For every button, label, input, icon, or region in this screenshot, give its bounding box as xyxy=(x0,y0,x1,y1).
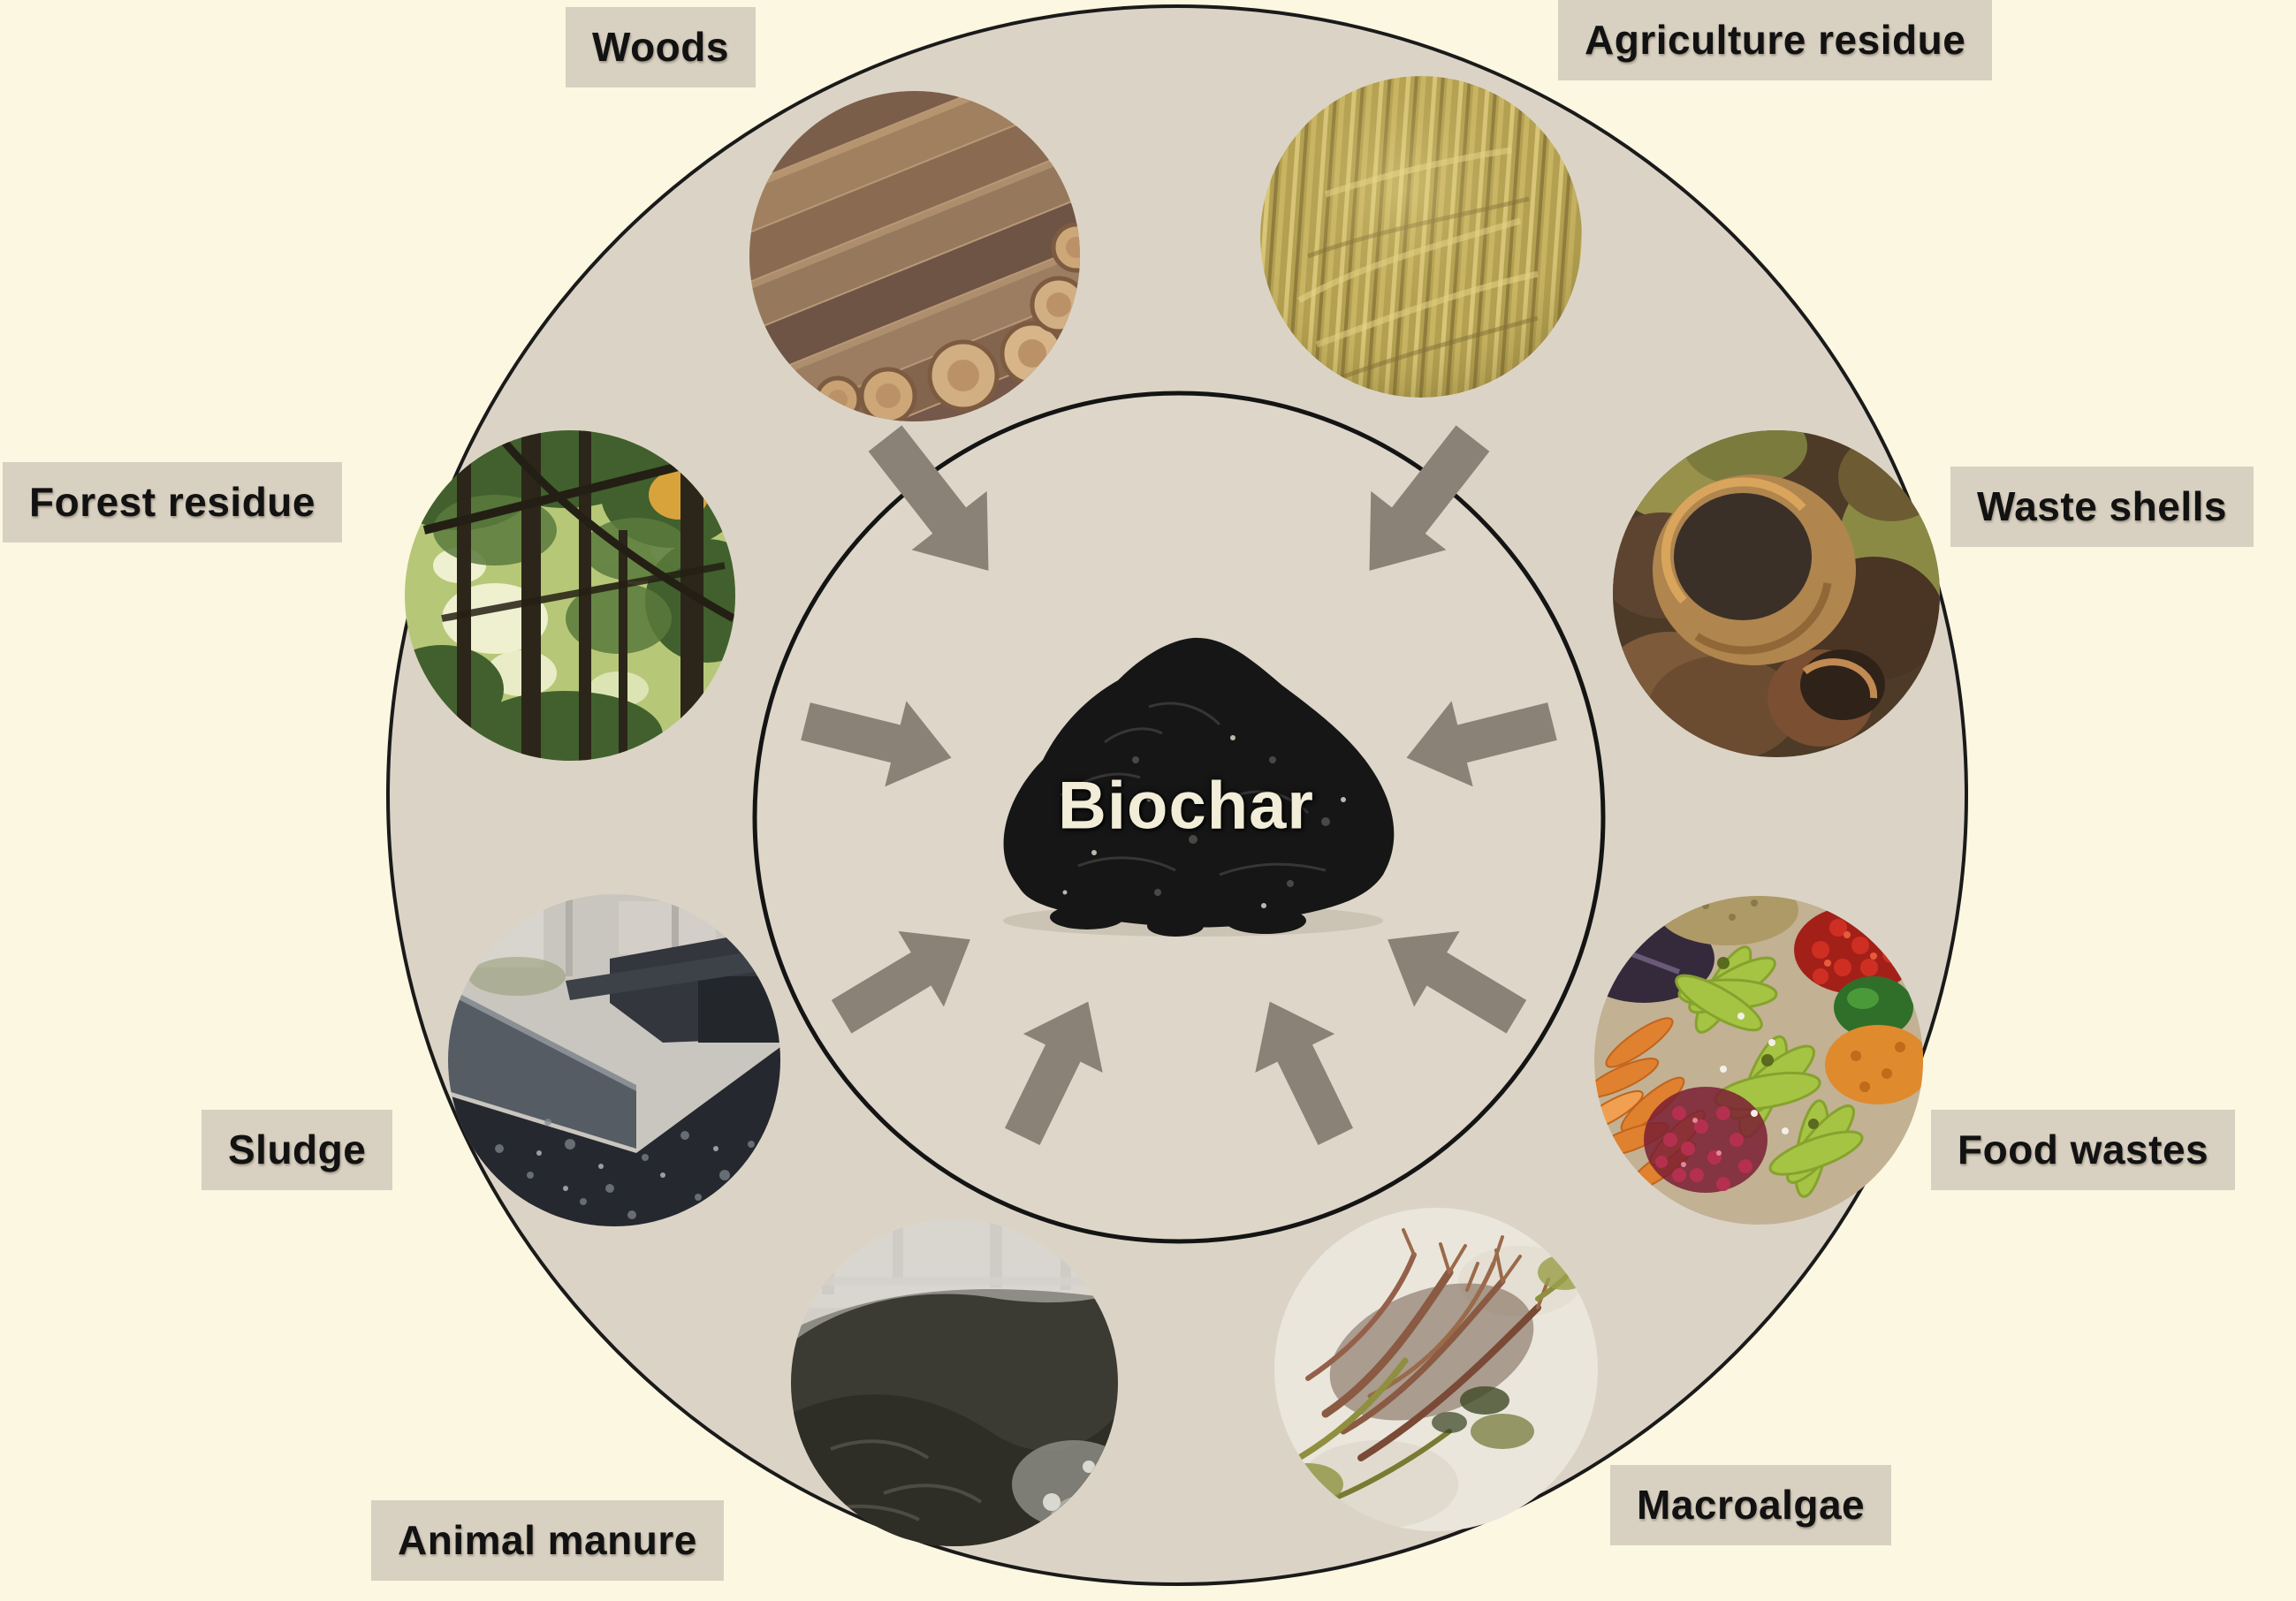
label-sludge: Sludge xyxy=(201,1110,393,1190)
label-macroalgae: Macroalgae xyxy=(1610,1465,1892,1545)
label-woods: Woods xyxy=(566,7,756,87)
label-forest-residue: Forest residue xyxy=(3,462,342,543)
sludge-photo xyxy=(448,894,780,1226)
label-food-wastes: Food wastes xyxy=(1931,1110,2236,1190)
inward-arrow-nnw xyxy=(868,425,989,571)
food-wastes-photo xyxy=(1594,896,1923,1225)
inward-arrow-nne xyxy=(1369,425,1490,571)
berries xyxy=(1655,1106,1752,1191)
inward-arrow-east xyxy=(1406,701,1557,787)
main-shell xyxy=(1653,474,1856,665)
inward-arrow-west xyxy=(801,701,952,787)
inward-arrow-sse xyxy=(1255,1001,1354,1146)
biochar-pile xyxy=(1003,637,1395,937)
animal-manure-photo xyxy=(791,1219,1118,1546)
inward-arrow-ese xyxy=(1387,930,1527,1034)
label-animal-manure: Animal manure xyxy=(371,1500,724,1581)
biochar-center-label: Biochar xyxy=(1058,768,1314,844)
macroalgae-photo xyxy=(1274,1208,1598,1531)
agriculture-residue-photo xyxy=(1260,76,1582,398)
inward-arrow-ssw xyxy=(1004,1001,1103,1146)
label-waste-shells: Waste shells xyxy=(1950,467,2254,547)
label-agriculture-residue: Agriculture residue xyxy=(1558,0,1993,80)
inward-arrows xyxy=(801,425,1557,1146)
inward-arrow-wsw xyxy=(831,930,970,1034)
